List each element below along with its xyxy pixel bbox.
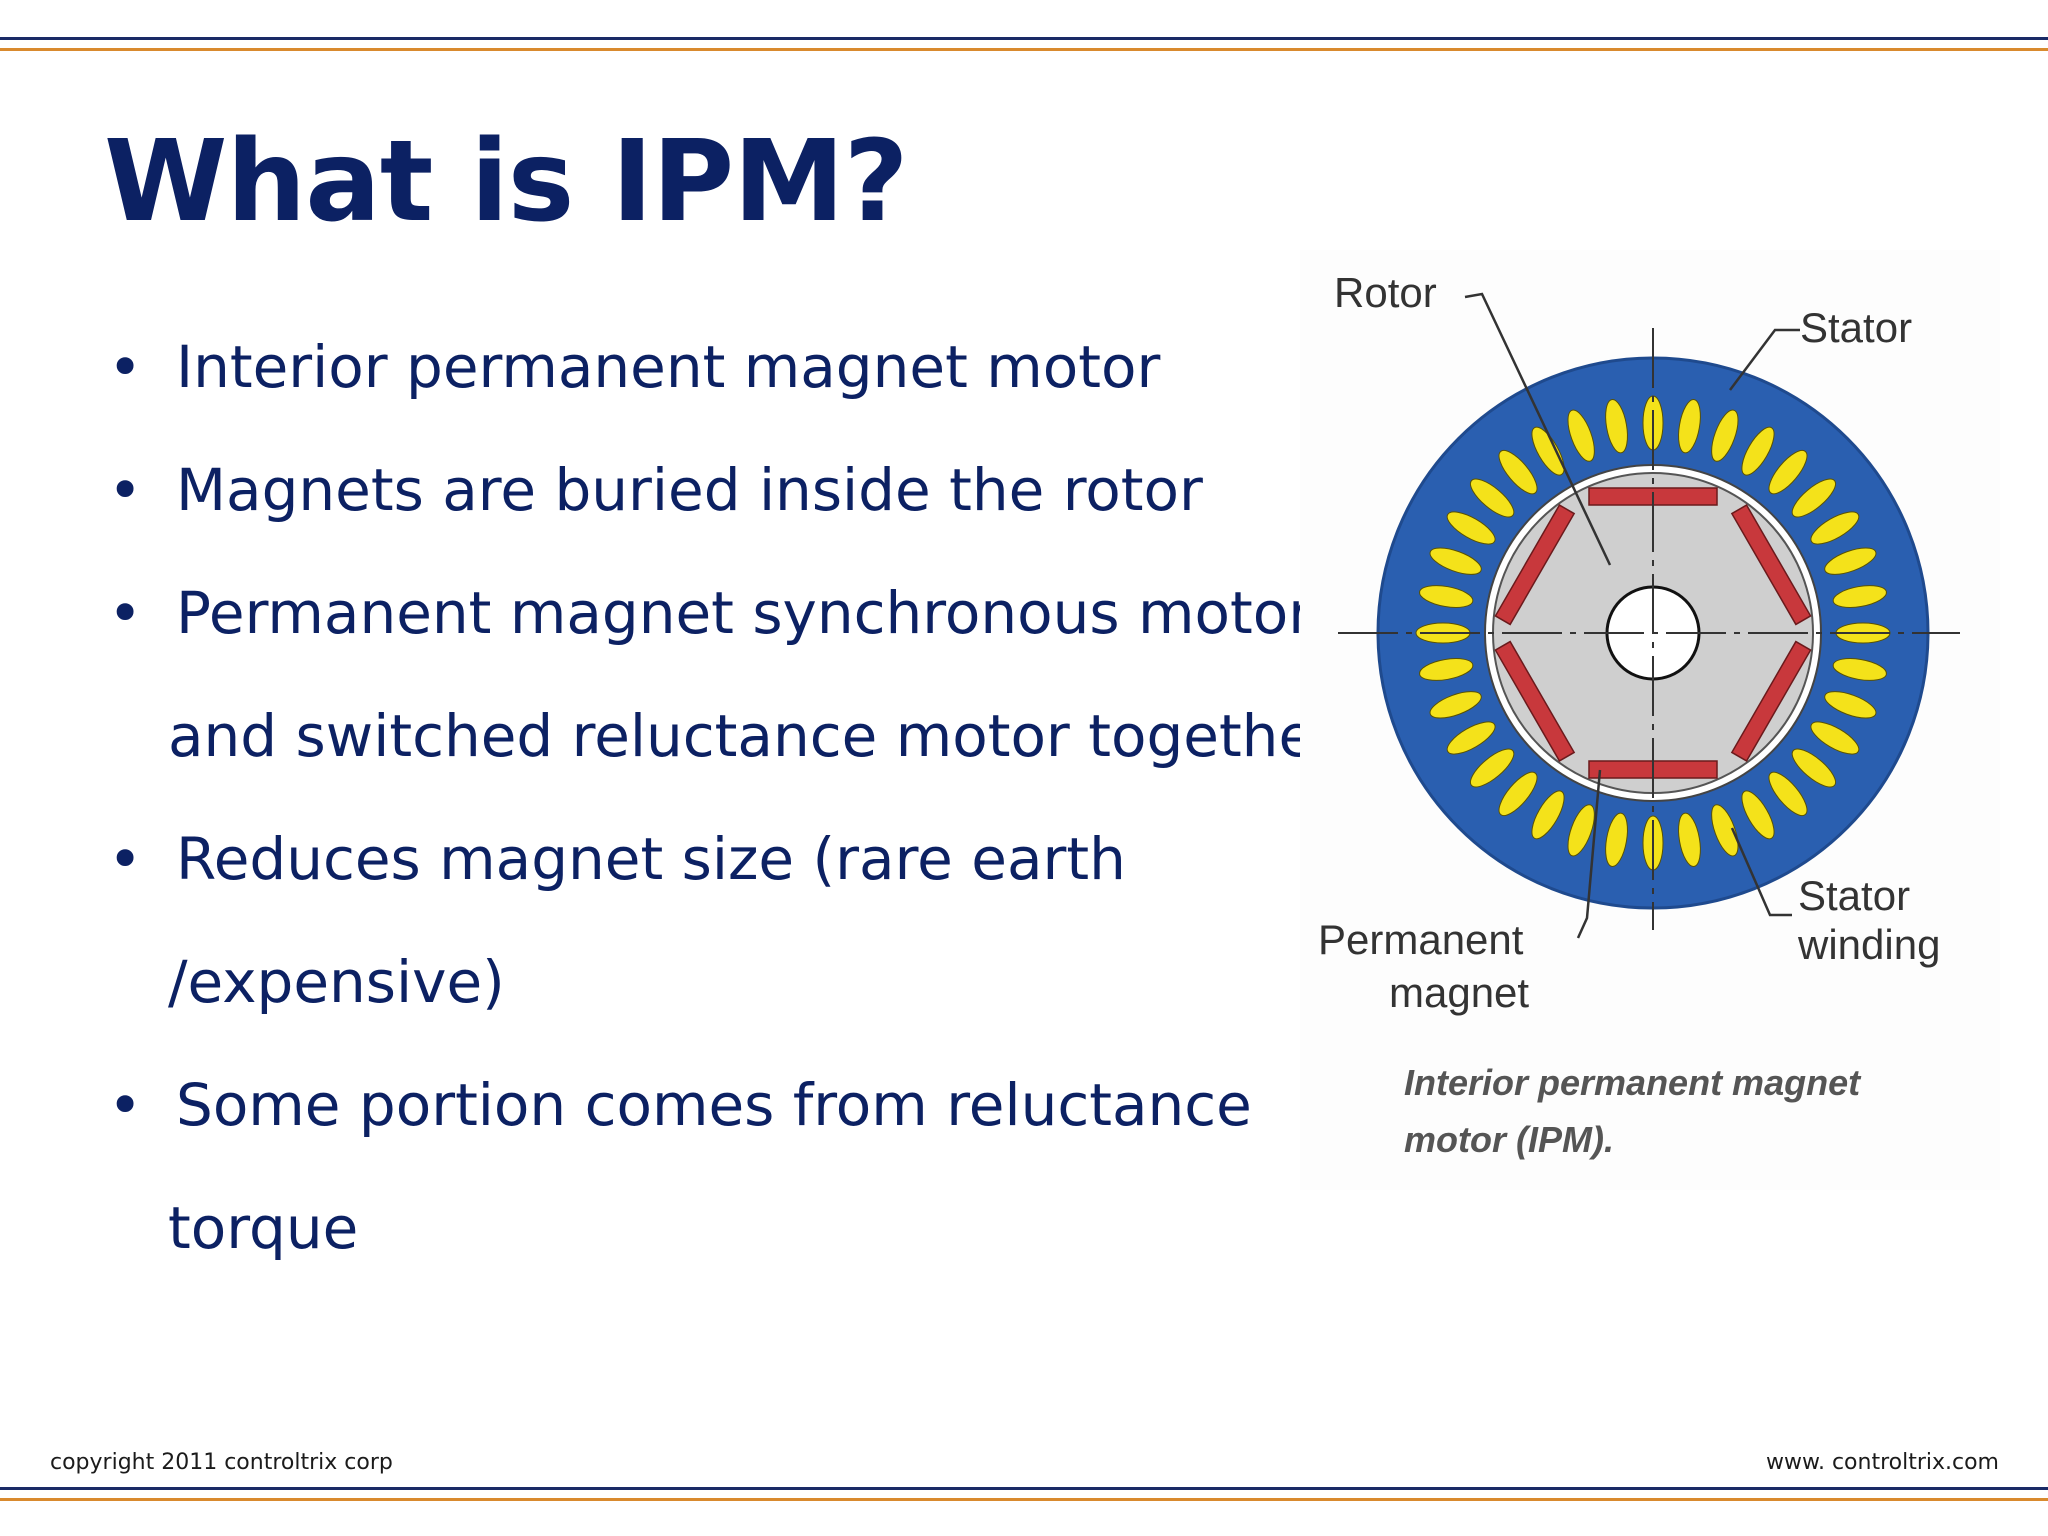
- winding-slot: [1791, 478, 1837, 518]
- label-permanent-magnet-1: Permanent: [1318, 916, 1524, 963]
- winding-slot: [1791, 748, 1837, 788]
- winding-slot: [1810, 511, 1860, 545]
- winding-slot: [1605, 399, 1628, 454]
- label-rotor: Rotor: [1334, 269, 1437, 316]
- figure-caption-line1: Interior permanent magnet: [1404, 1062, 1862, 1103]
- label-permanent-magnet-2: magnet: [1389, 969, 1529, 1016]
- bullet-item: • Interior permanent magnet motor: [104, 306, 1376, 429]
- winding-slot: [1824, 547, 1877, 575]
- bullet-list: • Interior permanent magnet motor • Magn…: [104, 306, 1376, 1290]
- ipm-motor-figure: Rotor Stator Permanent magnet Stator win…: [1300, 250, 2000, 1190]
- winding-slot: [1605, 812, 1628, 867]
- label-stator: Stator: [1800, 304, 1912, 351]
- winding-slot: [1567, 804, 1595, 857]
- bottom-rule-navy: [0, 1487, 2048, 1490]
- winding-slot: [1429, 691, 1482, 719]
- winding-slot: [1711, 409, 1739, 462]
- bullet-dot: •: [108, 825, 143, 893]
- bullet-text: Permanent magnet synchronous motor: [176, 579, 1313, 647]
- label-stator-winding-2: winding: [1797, 921, 1940, 968]
- bullet-item: • Reduces magnet size (rare earth /expen…: [104, 798, 1376, 1044]
- bullet-item: • Permanent magnet synchronous motor and…: [104, 552, 1376, 798]
- winding-slot: [1429, 547, 1482, 575]
- bullet-continuation: /expensive): [168, 948, 505, 1016]
- slide-title: What is IPM?: [104, 117, 909, 247]
- bullet-text: Some portion comes from reluctance: [176, 1071, 1252, 1139]
- winding-slot: [1824, 691, 1877, 719]
- winding-slot: [1768, 449, 1808, 495]
- winding-slot: [1469, 478, 1515, 518]
- stator-winding-leader: [1730, 827, 1792, 917]
- stator-winding-slots: [1415, 395, 1891, 871]
- permanent-magnet: [1730, 640, 1812, 762]
- permanent-magnet-leader: [1576, 769, 1602, 939]
- winding-slot: [1832, 658, 1887, 681]
- bullet-continuation: and switched reluctance motor together: [168, 702, 1338, 770]
- winding-slot: [1567, 409, 1595, 462]
- winding-slot: [1446, 511, 1496, 545]
- bullet-text: Magnets are buried inside the rotor: [176, 456, 1203, 524]
- winding-slot: [1741, 426, 1775, 476]
- bullet-item: • Magnets are buried inside the rotor: [104, 429, 1376, 552]
- bullet-continuation: torque: [168, 1194, 359, 1262]
- winding-slot: [1678, 812, 1701, 867]
- figure-caption-line2: motor (IPM).: [1404, 1119, 1614, 1160]
- bullet-text: Reduces magnet size (rare earth: [176, 825, 1126, 893]
- permanent-magnets: [1494, 487, 1812, 779]
- winding-slot: [1531, 426, 1565, 476]
- ipm-motor-diagram: Rotor Stator Permanent magnet Stator win…: [1318, 269, 1960, 1160]
- winding-slot: [1419, 658, 1474, 681]
- winding-slot: [1810, 721, 1860, 755]
- top-rule-orange: [0, 48, 2048, 51]
- bullet-text: Interior permanent magnet motor: [176, 333, 1161, 401]
- winding-slot: [1768, 771, 1808, 817]
- bullet-item: • Some portion comes from reluctance tor…: [104, 1044, 1376, 1290]
- winding-slot: [1446, 721, 1496, 755]
- bullet-dot: •: [108, 579, 143, 647]
- winding-slot: [1531, 790, 1565, 840]
- rotor-leader: [1464, 292, 1612, 566]
- permanent-magnet: [1494, 504, 1576, 626]
- footer-copyright: copyright 2011 controltrix corp: [50, 1450, 393, 1475]
- footer-website: www. controltrix.com: [1766, 1450, 1999, 1475]
- winding-slot: [1419, 585, 1474, 608]
- bullet-dot: •: [108, 456, 143, 524]
- bullet-dot: •: [108, 333, 143, 401]
- top-rule-navy: [0, 37, 2048, 40]
- winding-slot: [1469, 748, 1515, 788]
- permanent-magnet: [1494, 640, 1576, 762]
- winding-slot: [1498, 449, 1538, 495]
- winding-slot: [1832, 585, 1887, 608]
- winding-slot: [1711, 804, 1739, 857]
- winding-slot: [1498, 771, 1538, 817]
- stator-leader: [1729, 328, 1800, 391]
- winding-slot: [1741, 790, 1775, 840]
- winding-slot: [1678, 399, 1701, 454]
- bullet-dot: •: [108, 1071, 143, 1139]
- bottom-rule-orange: [0, 1498, 2048, 1501]
- label-stator-winding-1: Stator: [1798, 872, 1910, 919]
- permanent-magnet: [1730, 504, 1812, 626]
